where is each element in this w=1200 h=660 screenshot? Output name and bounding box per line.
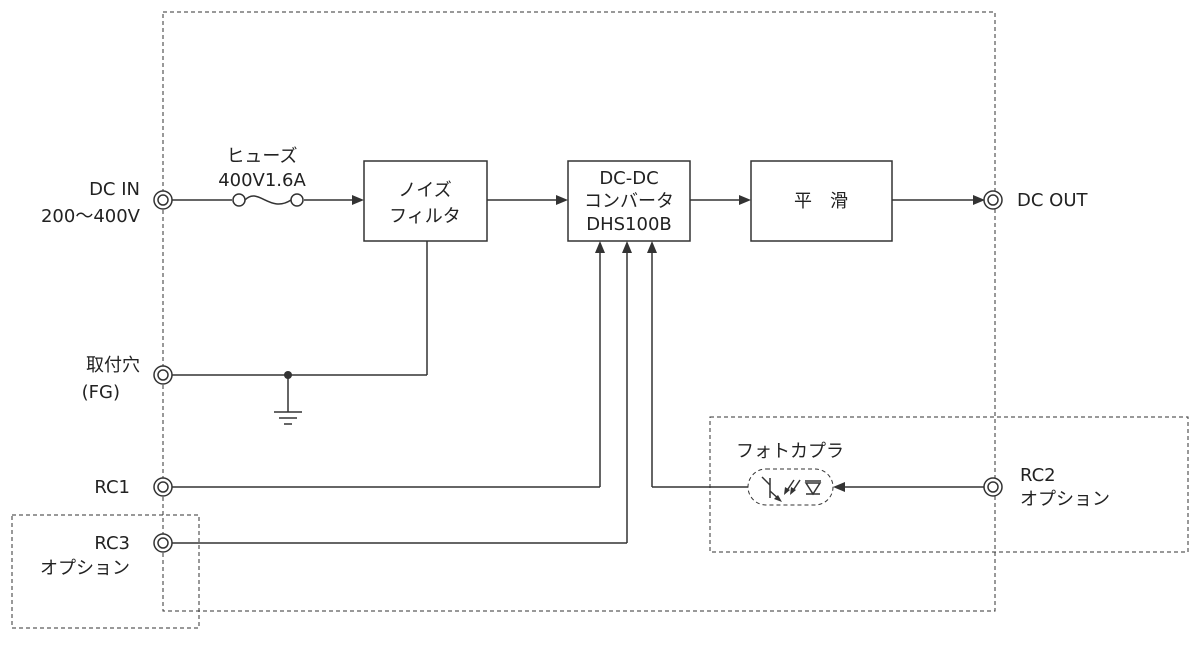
converter-model-label: DHS100B [586, 214, 672, 235]
rc3-option-label: オプション [40, 558, 130, 579]
arrow-to-filter [352, 195, 364, 205]
smoothing-label: 平 滑 [794, 191, 848, 212]
rc2-option-label: オプション [1020, 489, 1110, 510]
fg-terminal [153, 365, 173, 385]
arrow-to-dc-out [973, 195, 985, 205]
fg-sub-label: (FG) [82, 382, 120, 403]
rc3-label: RC3 [94, 533, 130, 554]
converter-label-2: コンバータ [584, 191, 674, 212]
noise-filter-label-1: ノイズ [398, 180, 451, 201]
dc-out-terminal [983, 190, 1003, 210]
rc3-arrow [622, 241, 632, 253]
fuse-symbol [232, 193, 304, 207]
smoothing-block [750, 160, 893, 242]
dc-in-terminal [153, 190, 173, 210]
module-boundary [162, 11, 996, 612]
noise-filter-label-2: フィルタ [389, 206, 461, 227]
rc2-label: RC2 [1020, 465, 1056, 486]
photocoupler-label: フォトカプラ [736, 441, 844, 462]
rc2-terminal [983, 477, 1003, 497]
converter-block [567, 160, 691, 242]
arrow-to-converter [556, 195, 568, 205]
photocoupler-symbol [747, 468, 834, 506]
dc-out-label: DC OUT [1017, 190, 1088, 211]
arrow-to-smoothing [739, 195, 751, 205]
rc1-arrow [595, 241, 605, 253]
rc3-terminal [153, 533, 173, 553]
fuse-label: ヒューズ [226, 146, 297, 167]
fg-label: 取付穴 [86, 355, 140, 376]
converter-label-1: DC-DC [599, 168, 658, 189]
rc3-option-boundary [11, 514, 200, 629]
fuse-rating-label: 400V1.6A [218, 170, 306, 191]
rc2-converter-arrow [647, 241, 657, 253]
dc-in-voltage-label: 200〜400V [41, 206, 141, 227]
rc1-terminal [153, 477, 173, 497]
rc1-label: RC1 [94, 477, 130, 498]
dc-in-label: DC IN [89, 179, 140, 200]
noise-filter-block [363, 160, 488, 242]
rc2-arrow [833, 482, 845, 492]
rc2-option-boundary [709, 416, 1189, 553]
ground-icon [274, 375, 302, 425]
